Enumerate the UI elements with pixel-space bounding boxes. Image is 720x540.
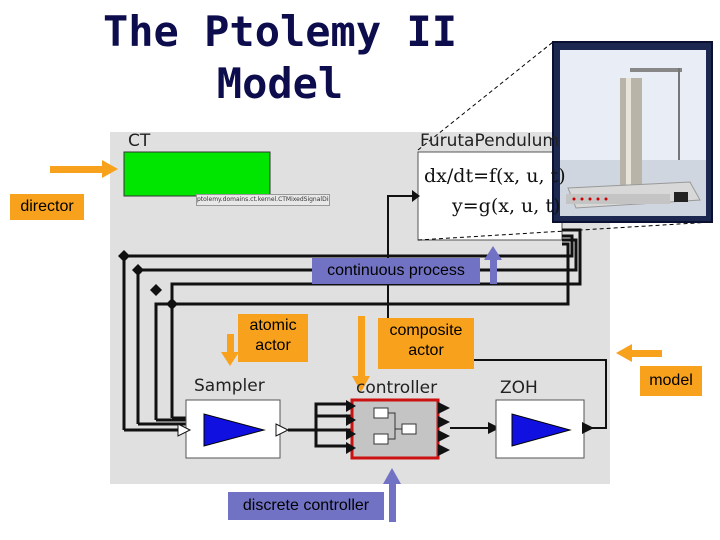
model-callout: model <box>640 366 702 396</box>
composite-actor-line-2: actor <box>408 342 444 359</box>
plant-output-wires <box>122 228 582 430</box>
plant-label: FurutaPendulum <box>420 131 558 151</box>
wire-junctions <box>118 250 178 310</box>
plant-input-arrow <box>412 190 420 202</box>
discrete-controller-arrow-icon <box>383 468 401 522</box>
atomic-actor-arrow-icon <box>221 334 239 366</box>
leader-line-top <box>417 41 554 151</box>
ct-label: CT <box>128 131 151 151</box>
zoh-input-port <box>488 422 500 434</box>
controller-label: controller <box>356 378 438 398</box>
model-arrow-icon <box>616 344 662 362</box>
orange-arrows <box>50 160 662 392</box>
controller-input-ports <box>346 400 356 454</box>
composite-actor-callout: composite actor <box>378 318 474 369</box>
controller-output-ports <box>438 402 450 456</box>
title-line-1: The Ptolemy II <box>102 7 457 56</box>
continuous-process-callout: continuous process <box>312 258 480 284</box>
slide-title: The Ptolemy II Model <box>80 6 480 110</box>
composite-actor-arrow-icon <box>352 316 370 392</box>
zoh-label: ZOH <box>500 378 538 398</box>
composite-actor-icon <box>373 407 417 445</box>
sampler-input-port <box>177 423 192 437</box>
atomic-actor-callout: atomic actor <box>238 314 308 362</box>
director-class-label: ptolemy.domains.ct.kernel.CTMixedSignalD… <box>196 194 330 206</box>
zoh-triangle-icon <box>511 413 572 447</box>
atomic-actor-line-2: actor <box>255 337 291 354</box>
purple-arrows <box>383 246 502 522</box>
title-line-2: Model <box>216 59 344 108</box>
atomic-actor-line-1: atomic <box>249 317 297 334</box>
director-callout: director <box>10 194 84 220</box>
plant-equation-2: y=g(x, u, t) <box>452 195 561 217</box>
discrete-controller-callout: discrete controller <box>228 492 384 520</box>
sampler-triangle-icon <box>203 413 266 447</box>
zoh-output-port <box>582 422 594 434</box>
director-arrow-icon <box>50 160 118 178</box>
pendulum-hardware-photo <box>552 41 713 223</box>
zoh-feedback-wire <box>387 195 607 429</box>
ct-director-block <box>123 151 271 197</box>
sampler-output-port <box>275 423 290 437</box>
plant-box <box>417 151 563 241</box>
continuous-process-arrow-icon <box>484 246 502 284</box>
sampler-label: Sampler <box>194 376 265 396</box>
composite-actor-line-1: composite <box>389 322 463 339</box>
plant-equation-1: dx/dt=f(x, u, t) <box>424 165 566 187</box>
